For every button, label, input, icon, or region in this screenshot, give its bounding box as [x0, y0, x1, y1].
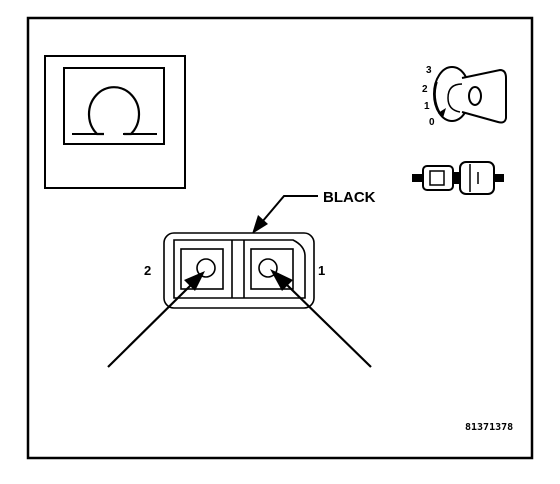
ignition-key-icon: 3 2 1 0 [422, 65, 507, 128]
color-label-arrowhead [252, 215, 268, 234]
ohm-symbol-icon [44, 55, 186, 189]
outer-frame [26, 16, 534, 460]
key-position-0: 0 [429, 117, 435, 128]
pin-right-label: 1 [318, 263, 325, 278]
figure-code: 81371378 [465, 422, 513, 433]
probe-arrow-right [270, 269, 372, 368]
connector-plug-icon [412, 161, 504, 195]
connector-body [163, 232, 315, 309]
key-position-2: 2 [422, 84, 428, 95]
connector-color-label: BLACK [323, 189, 376, 206]
key-position-3: 3 [426, 65, 432, 76]
probe-arrow-left [107, 271, 205, 368]
color-label-leader [261, 195, 318, 223]
pin-left-label: 2 [144, 263, 151, 278]
key-position-1: 1 [424, 101, 430, 112]
